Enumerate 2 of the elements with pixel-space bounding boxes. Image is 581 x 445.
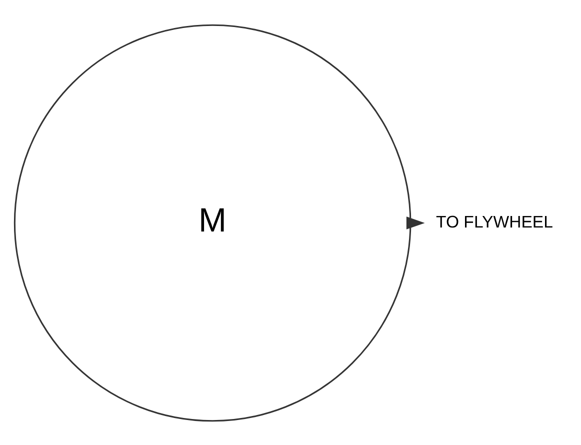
node-text: TO FLYWHEEL: [436, 212, 553, 231]
arrow: [406, 216, 425, 229]
